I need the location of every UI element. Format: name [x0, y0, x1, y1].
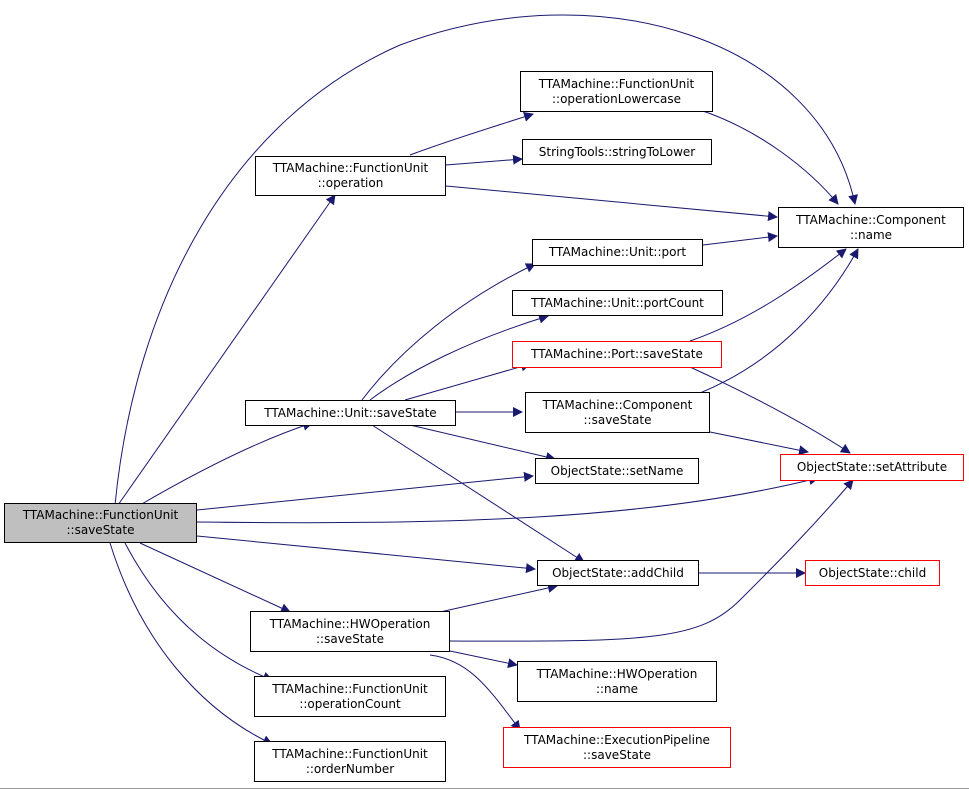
edge-unit-savestate-to-port-savestate [404, 361, 531, 401]
node-objectstate-setname[interactable]: ObjectState::setName [535, 458, 699, 484]
edge-root-to-unit-savestate [139, 421, 313, 506]
edge-root-to-fu-opcount [124, 542, 273, 682]
edge-root-to-hwop-savestate [139, 542, 291, 613]
node-port-savestate[interactable]: TTAMachine::Port::saveState [512, 341, 722, 368]
node-label-line1: TTAMachine::Component [542, 397, 693, 412]
edge-fu-operation-to-comp-name [445, 185, 778, 222]
node-label-line1: TTAMachine::HWOperation [536, 666, 698, 681]
node-label-line1: TTAMachine::HWOperation [269, 616, 431, 631]
node-functionunit-operation[interactable]: TTAMachine::FunctionUnit ::operation [255, 156, 446, 196]
node-label-line1: StringTools::stringToLower [538, 144, 696, 159]
edge-root-to-fu-ordernum [109, 542, 273, 745]
edge-unit-savestate-to-os-setname [409, 424, 556, 462]
node-label-line1: TTAMachine::ExecutionPipeline [524, 732, 710, 747]
edge-unit-savestate-to-os-addchild [371, 424, 585, 563]
edge-port-savestate-to-comp-name [689, 248, 847, 342]
edge-hwop-savestate-to-hwop-name [449, 650, 518, 669]
node-label-line1: TTAMachine::Unit::port [548, 245, 687, 259]
edge-hwop-savestate-to-exec-savestate [429, 654, 521, 731]
node-hwoperation-name[interactable]: TTAMachine::HWOperation ::name [517, 661, 717, 702]
node-functionunit-ordernumber[interactable]: TTAMachine::FunctionUnit ::orderNumber [254, 741, 446, 782]
node-objectstate-setattribute[interactable]: ObjectState::setAttribute [780, 454, 964, 481]
edge-port-savestate-to-os-setattr [689, 366, 851, 454]
node-label-line2: ::name [595, 681, 639, 696]
node-label-line1: TTAMachine::FunctionUnit [22, 508, 179, 522]
node-label-line1: TTAMachine::FunctionUnit [272, 161, 429, 175]
edge-os-setattr-bottom-from-hwop [449, 479, 854, 642]
node-label-line2: ::operation [317, 176, 384, 190]
edge-hwop-savestate-to-os-addchild [439, 583, 558, 613]
node-executionpipeline-savestate[interactable]: TTAMachine::ExecutionPipeline ::saveStat… [503, 727, 731, 768]
node-unit-portcount[interactable]: TTAMachine::Unit::portCount [512, 290, 723, 316]
node-functionunit-operationlowercase[interactable]: TTAMachine::FunctionUnit ::operationLowe… [520, 71, 713, 112]
node-label-line1: TTAMachine::FunctionUnit [538, 76, 695, 91]
edge-fu-operation-to-string-tolower [445, 154, 523, 166]
node-functionunit-operationcount[interactable]: TTAMachine::FunctionUnit ::operationCoun… [254, 676, 446, 717]
node-label-line1: TTAMachine::FunctionUnit [272, 746, 428, 761]
edge-fu-oplower-to-comp-name [699, 109, 839, 205]
edge-root-to-os-setattr [196, 475, 819, 524]
node-label-line2: ::operationCount [299, 696, 401, 711]
node-label-line2: ::saveState [583, 412, 652, 427]
node-label-line2: ::orderNumber [305, 761, 395, 776]
node-unit-port[interactable]: TTAMachine::Unit::port [532, 239, 703, 266]
edge-comp-savestate-to-comp-name [699, 248, 859, 394]
node-label-line1: TTAMachine::Port::saveState [531, 347, 703, 361]
node-label-line1: TTAMachine::FunctionUnit [272, 681, 428, 696]
node-label-line2: ::saveState [583, 747, 651, 762]
edge-root-to-fu-operation [117, 194, 336, 506]
node-label-line1: TTAMachine::Unit::portCount [531, 295, 704, 310]
node-label-line1: ObjectState::addChild [552, 565, 684, 580]
edge-fu-operation-to-fu-oplower [409, 112, 534, 156]
node-functionunit-savestate: TTAMachine::FunctionUnit ::saveState [4, 503, 197, 543]
node-objectstate-child[interactable]: ObjectState::child [805, 560, 940, 586]
node-label-line1: TTAMachine::Unit::saveState [264, 405, 437, 420]
edge-unit-savestate-to-unit-port [361, 263, 536, 401]
node-label-line1: ObjectState::child [818, 565, 927, 580]
edge-root-to-comp-name [114, 14, 858, 506]
node-label-line2: ::name [849, 227, 893, 242]
node-component-name[interactable]: TTAMachine::Component ::name [778, 207, 964, 248]
edge-comp-savestate-to-os-setattr [709, 431, 809, 456]
node-label-line1: ObjectState::setName [550, 463, 684, 478]
node-label-line2: ::saveState [66, 523, 135, 537]
node-stringtools-stringtolower[interactable]: StringTools::stringToLower [522, 139, 712, 165]
node-unit-savestate[interactable]: TTAMachine::Unit::saveState [245, 400, 456, 426]
edge-unit-port-to-comp-name [702, 232, 778, 246]
node-objectstate-addchild[interactable]: ObjectState::addChild [537, 560, 699, 586]
node-component-savestate[interactable]: TTAMachine::Component ::saveState [525, 392, 710, 433]
node-label-line2: ::operationLowercase [552, 91, 681, 106]
node-label-line1: TTAMachine::Component [796, 212, 946, 227]
node-hwoperation-savestate[interactable]: TTAMachine::HWOperation ::saveState [250, 611, 450, 652]
edge-root-to-os-setname [196, 471, 534, 511]
node-label-line2: ::saveState [316, 631, 384, 646]
node-label-line1: ObjectState::setAttribute [796, 460, 948, 474]
edge-unit-savestate-to-unit-portcount [369, 313, 549, 401]
edge-root-to-os-addchild [196, 535, 536, 574]
